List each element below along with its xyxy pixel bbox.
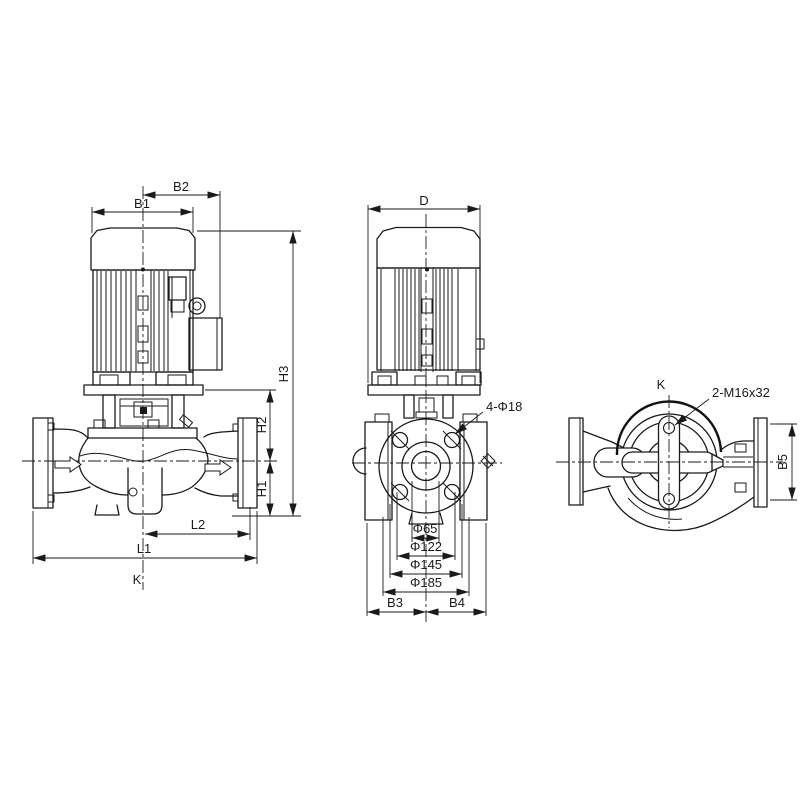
flow-arrow-outlet xyxy=(204,459,232,476)
lifting-eye xyxy=(188,297,206,315)
side-plug xyxy=(480,453,496,469)
dim-label-h1: H1 xyxy=(254,481,269,498)
dim-label-b1: B1 xyxy=(134,196,150,211)
side-dimensions: D 4-Φ18 Φ65 Φ122 Φ145 Φ185 B3 B4 xyxy=(366,193,522,616)
motor-base-plate xyxy=(367,384,481,396)
side-pump-casing xyxy=(352,413,496,525)
shaft-center-dot xyxy=(425,267,429,272)
drain-plug xyxy=(128,487,138,497)
suction-flange-top xyxy=(568,417,584,506)
dim-label-h2: H2 xyxy=(254,417,269,434)
dim-label-l2: L2 xyxy=(191,517,205,532)
motor-fins xyxy=(380,268,477,372)
side-lantern xyxy=(403,394,454,419)
coupling xyxy=(133,401,153,418)
volute-heavy-arc xyxy=(615,400,723,456)
junction-box xyxy=(188,317,223,371)
front-lantern xyxy=(87,394,198,439)
fan-cover xyxy=(90,227,196,271)
dim-label-k-top: K xyxy=(657,377,666,392)
flow-arrow-inlet xyxy=(54,456,82,473)
stud-bolt xyxy=(147,419,160,429)
fan-cover xyxy=(376,226,481,269)
motor-base-plate xyxy=(83,384,204,396)
dim-label-dia185: Φ185 xyxy=(410,575,442,590)
top-pump-casing xyxy=(568,400,768,532)
lifting-eye-hole xyxy=(192,301,202,311)
stud-bolt xyxy=(93,419,106,429)
cross-tip xyxy=(711,452,724,473)
suction-nozzle-end xyxy=(352,447,367,475)
motor-fins xyxy=(96,270,191,372)
flange-outer-circle xyxy=(378,418,474,514)
shaft-center-dot xyxy=(141,267,145,272)
dim-label-l1: L1 xyxy=(137,541,151,556)
top-dimensions: K 2-M16x32 B5 xyxy=(657,377,797,501)
top-view: K 2-M16x32 B5 xyxy=(556,377,797,532)
casing-foot xyxy=(94,504,120,516)
lug-bolt xyxy=(374,413,390,423)
front-dimensions: B2 B1 H3 H2 H1 L2 L1 K xyxy=(32,179,301,587)
dim-label-k-front: K xyxy=(133,572,142,587)
dim-label-dia122: Φ122 xyxy=(410,539,442,554)
dim-label-b3: B3 xyxy=(387,595,403,610)
pump-flange xyxy=(87,427,198,439)
discharge-flange xyxy=(237,417,258,509)
front-motor xyxy=(83,227,223,396)
top-center-lines xyxy=(556,395,783,528)
bottom-boss xyxy=(408,512,444,525)
bore-circle xyxy=(410,450,442,482)
terminal-box-cover xyxy=(170,299,185,313)
dim-label-h3: H3 xyxy=(276,366,291,383)
drain-boss xyxy=(127,467,163,515)
raised-face-circle xyxy=(401,441,451,491)
shaft xyxy=(140,407,147,414)
discharge-flange-top xyxy=(753,417,768,508)
suction-flange xyxy=(32,417,54,509)
front-view: B2 B1 H3 H2 H1 L2 L1 K xyxy=(22,179,301,590)
coupling xyxy=(418,397,435,413)
dim-label-dia65: Φ65 xyxy=(413,521,438,536)
vent-plug xyxy=(178,414,194,428)
dim-label-dia145: Φ145 xyxy=(410,557,442,572)
front-center-lines xyxy=(22,186,277,590)
volute-sweep-lower xyxy=(607,487,755,532)
front-pump-casing xyxy=(32,417,258,516)
dim-label-tapped-holes: 2-M16x32 xyxy=(712,385,770,400)
dim-label-b5: B5 xyxy=(775,454,790,470)
flange-bolt-holes xyxy=(390,430,462,502)
side-view: D 4-Φ18 Φ65 Φ122 Φ145 Φ185 B3 B4 xyxy=(352,193,522,622)
motor-feet xyxy=(371,371,482,386)
dim-label-b2: B2 xyxy=(173,179,189,194)
volute-spiral-line xyxy=(79,448,239,462)
dim-label-d: D xyxy=(419,193,428,208)
dim-label-bolt-holes: 4-Φ18 xyxy=(486,399,522,414)
dim-label-b4: B4 xyxy=(449,595,465,610)
